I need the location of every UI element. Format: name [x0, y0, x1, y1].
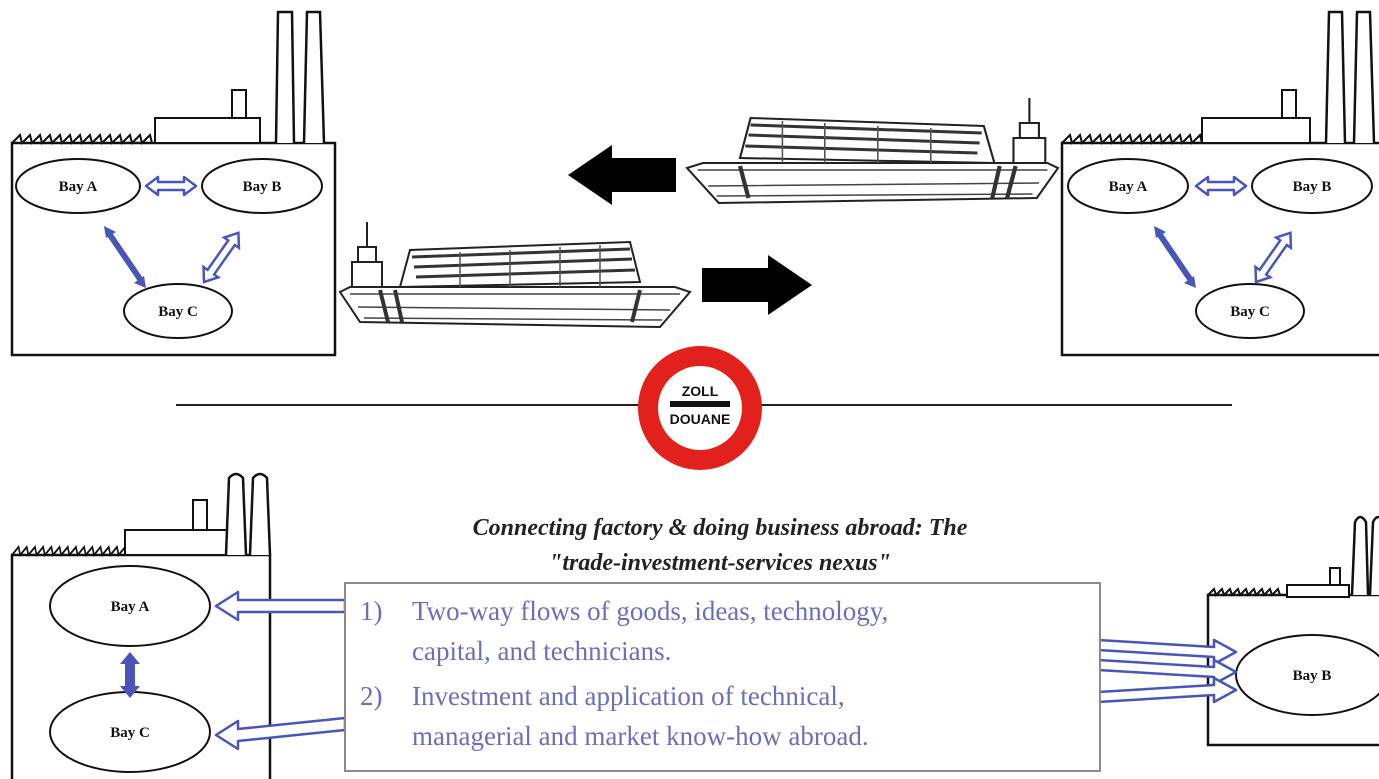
- bay-a-node: Bay A: [15, 158, 141, 214]
- customs-sign-top-text: ZOLL: [682, 383, 719, 399]
- factory-top-right: Bay A Bay B Bay C: [1060, 10, 1379, 357]
- bay-c-label: Bay C: [110, 725, 150, 741]
- left-arrow-icon: [568, 145, 676, 205]
- customs-sign-bottom-text: DOUANE: [670, 411, 731, 427]
- double-arrow-icon: [1254, 231, 1293, 284]
- list-item-number: 2): [360, 681, 383, 711]
- caption-line-1: Connecting factory & doing business abro…: [473, 515, 968, 541]
- bay-b-label: Bay B: [1293, 179, 1332, 195]
- ship-upper-icon: [687, 98, 1058, 203]
- link-arrow-to-bay-c-icon: [214, 716, 347, 751]
- caption-line-2: "trade-investment-services nexus": [549, 550, 891, 576]
- nexus-list-box: 1) Two-way flows of goods, ideas, techno…: [344, 582, 1101, 772]
- list-item-text: managerial and market know-how abroad.: [412, 721, 869, 751]
- bay-c-node: Bay C: [49, 691, 211, 773]
- list-item: 2) Investment and application of technic…: [360, 681, 869, 751]
- bay-a-node: Bay A: [49, 565, 211, 647]
- vertical-double-arrow-icon: [120, 652, 140, 698]
- link-arrow-to-bay-a-icon: [214, 590, 347, 622]
- bay-b-label: Bay B: [1293, 668, 1332, 684]
- bay-a-node: Bay A: [1067, 158, 1189, 214]
- bay-b-node: Bay B: [1251, 158, 1373, 214]
- list-item-number: 1): [360, 596, 383, 626]
- list-item-text: Two-way flows of goods, ideas, technolog…: [412, 596, 888, 626]
- factory-top-left: Bay A Bay B Bay C: [10, 10, 337, 357]
- factory-bottom-left: Bay A Bay C: [10, 472, 272, 779]
- bay-c-label: Bay C: [158, 304, 198, 320]
- factory-bottom-right: Bay B: [1206, 515, 1379, 747]
- bay-c-node: Bay C: [123, 283, 233, 339]
- bay-c-label: Bay C: [1230, 304, 1270, 320]
- list-item: 1) Two-way flows of goods, ideas, techno…: [360, 596, 888, 666]
- list-item-text: Investment and application of technical,: [412, 681, 845, 711]
- bay-b-node: Bay B: [1235, 634, 1379, 716]
- right-arrow-icon: [702, 255, 812, 315]
- bay-a-label: Bay A: [1109, 179, 1148, 195]
- bay-b-node: Bay B: [201, 158, 323, 214]
- list-item-text: capital, and technicians.: [412, 636, 671, 666]
- customs-sign-icon: ZOLL DOUANE: [638, 346, 762, 470]
- double-arrow-icon: [202, 231, 241, 284]
- link-arrows-to-bay-b-icon: [1096, 638, 1238, 704]
- bay-b-label: Bay B: [243, 179, 282, 195]
- bay-a-label: Bay A: [59, 179, 98, 195]
- bay-a-label: Bay A: [111, 599, 150, 615]
- bay-c-node: Bay C: [1195, 283, 1305, 339]
- ship-lower-icon: [338, 220, 692, 329]
